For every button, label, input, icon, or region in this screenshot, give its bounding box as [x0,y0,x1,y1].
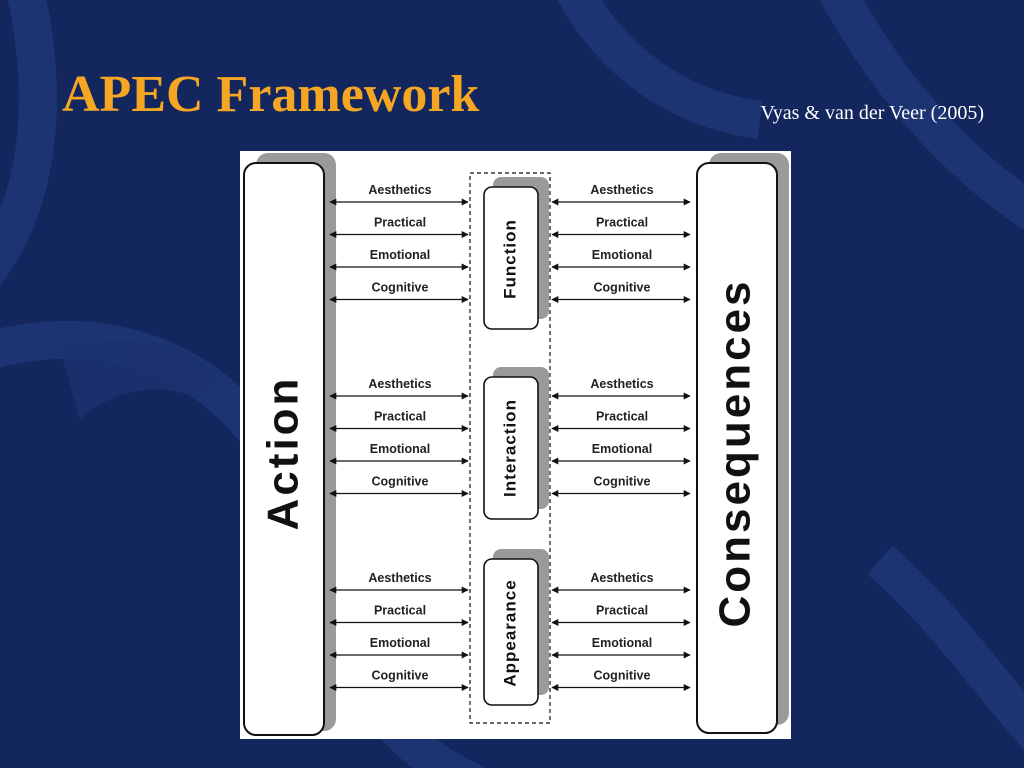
appearance-group: Appearance [483,549,549,706]
function-left-label-aesthetics: Aesthetics [368,183,431,197]
slide-title: APEC Framework [62,66,480,123]
citation: Vyas & van der Veer (2005) [760,102,984,124]
interaction-left-label-aesthetics: Aesthetics [368,377,431,391]
interaction-right-label-emotional: Emotional [592,442,652,456]
appearance-left-label-cognitive: Cognitive [372,669,429,683]
function-right-label-practical: Practical [596,216,648,230]
appearance-left-label-aesthetics: Aesthetics [368,571,431,585]
function-right-label-cognitive: Cognitive [594,281,651,295]
apec-diagram: Action Consequences Function Interaction… [240,151,791,739]
apec-diagram-svg: Action Consequences Function Interaction… [243,153,789,736]
function-label: Function [500,219,519,299]
appearance-right-label-practical: Practical [596,604,648,618]
function-right-label-emotional: Emotional [592,248,652,262]
arrow-layer: AestheticsPracticalEmotionalCognitiveAes… [329,183,691,691]
action-box [243,162,325,736]
action-label: Action [259,376,308,531]
appearance-right-label-emotional: Emotional [592,636,652,650]
interaction-box [483,376,539,520]
function-left-label-cognitive: Cognitive [372,281,429,295]
interaction-left-label-practical: Practical [374,410,426,424]
function-box [483,186,539,330]
interaction-left-label-cognitive: Cognitive [372,475,429,489]
appearance-label: Appearance [500,579,519,686]
appearance-left-label-emotional: Emotional [370,636,430,650]
interaction-label: Interaction [500,399,519,497]
appearance-left-label-practical: Practical [374,604,426,618]
interaction-right-label-practical: Practical [596,410,648,424]
function-group: Function [483,177,549,330]
interaction-right-label-aesthetics: Aesthetics [590,377,653,391]
function-left-label-emotional: Emotional [370,248,430,262]
consequences-box [696,162,778,734]
function-left-label-practical: Practical [374,216,426,230]
function-right-label-aesthetics: Aesthetics [590,183,653,197]
appearance-right-label-aesthetics: Aesthetics [590,571,653,585]
consequences-label: Consequences [711,279,760,628]
interaction-left-label-emotional: Emotional [370,442,430,456]
interaction-group: Interaction [483,367,549,520]
interaction-right-label-cognitive: Cognitive [594,475,651,489]
appearance-box [483,558,539,706]
appearance-right-label-cognitive: Cognitive [594,669,651,683]
